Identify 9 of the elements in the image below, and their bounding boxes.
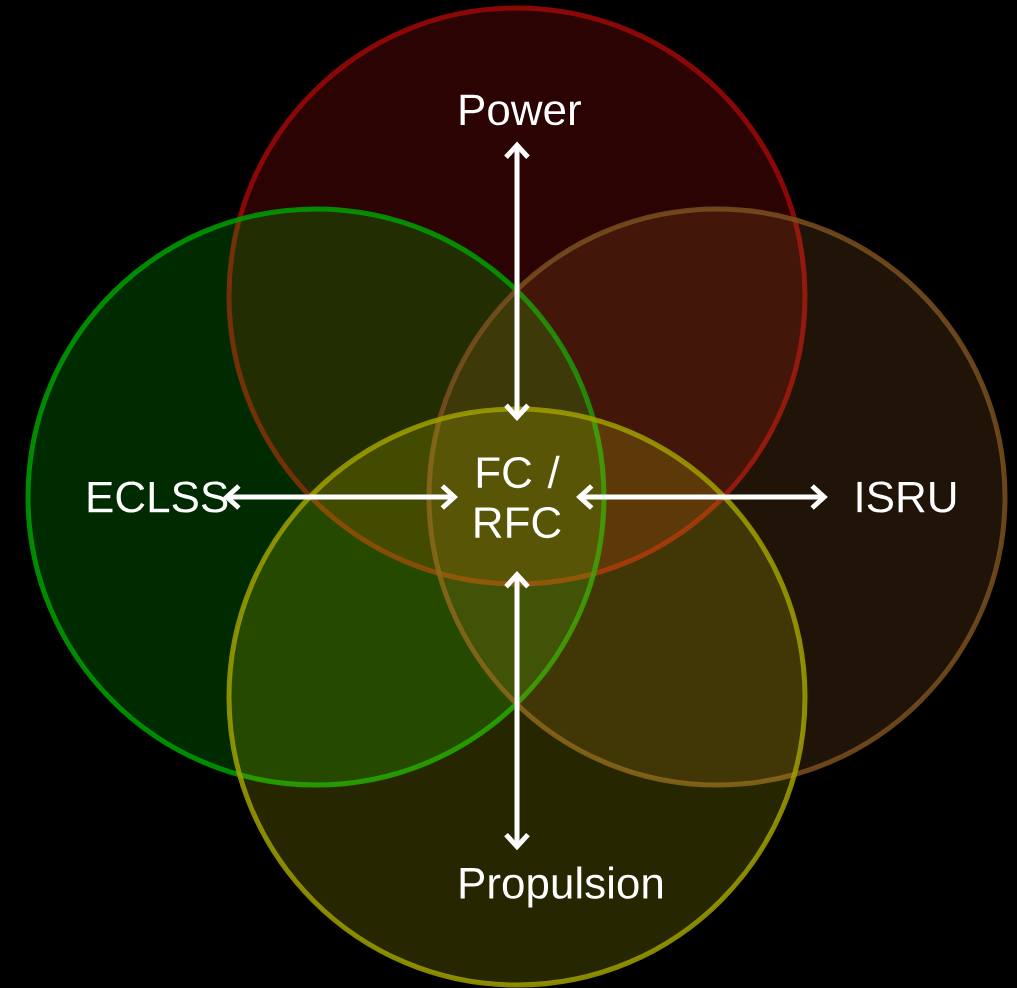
circle-label: Propulsion — [460, 866, 662, 908]
arrow — [223, 484, 458, 510]
circle-label: Power — [460, 94, 581, 126]
circle-label: ISRU — [857, 481, 956, 513]
circle-label: ECLSS — [88, 481, 228, 513]
arrow — [504, 571, 530, 851]
center-label: FC / RFC — [475, 455, 561, 539]
arrow — [504, 141, 530, 421]
arrow — [576, 484, 828, 510]
